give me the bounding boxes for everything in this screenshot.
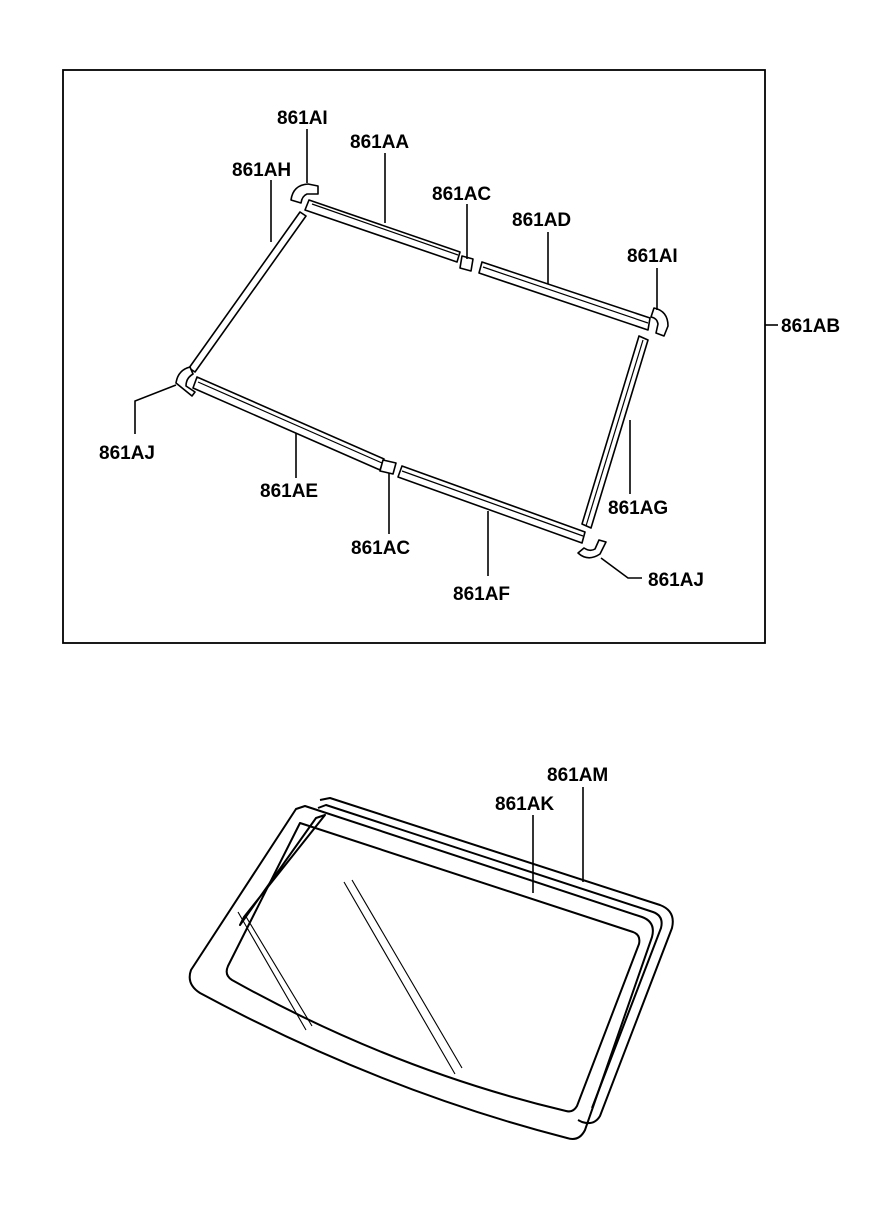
molding-861ah (188, 211, 307, 373)
label-861ag: 861AG (608, 498, 668, 519)
label-861ai-right: 861AI (627, 246, 678, 267)
label-861af: 861AF (453, 584, 510, 605)
label-861ac-bottom: 861AC (351, 538, 410, 559)
label-861aj-left: 861AJ (99, 443, 155, 464)
molding-861ad (478, 261, 651, 331)
glass-glare-streaks (237, 879, 463, 1075)
molding-861ag (581, 335, 649, 529)
corner-clip-861ai-right (650, 307, 669, 337)
molding-861aa (304, 199, 461, 263)
label-861ad: 861AD (512, 210, 571, 231)
label-861ah: 861AH (232, 160, 291, 181)
molding-kit-frame (62, 69, 766, 644)
leader-861aj-left (134, 384, 177, 434)
label-861ab: 861AB (781, 316, 840, 337)
label-861ai-top: 861AI (277, 108, 328, 129)
windshield-glass-861ak (188, 805, 654, 1140)
joint-clip-861ac-bottom (379, 459, 397, 475)
label-861ae: 861AE (260, 481, 318, 502)
label-861aj-right: 861AJ (648, 570, 704, 591)
leader-861aj-right (600, 557, 642, 579)
label-861am: 861AM (547, 765, 608, 786)
corner-clip-861ai-left (290, 183, 319, 204)
label-861ac-top: 861AC (432, 184, 491, 205)
joint-clip-861ac-top (459, 255, 474, 272)
molding-861af (397, 465, 586, 544)
label-861aa: 861AA (350, 132, 409, 153)
corner-clip-861aj-left (175, 366, 196, 397)
label-861ak: 861AK (495, 794, 554, 815)
corner-clip-861aj-right (577, 539, 607, 559)
molding-861ae (192, 376, 385, 471)
